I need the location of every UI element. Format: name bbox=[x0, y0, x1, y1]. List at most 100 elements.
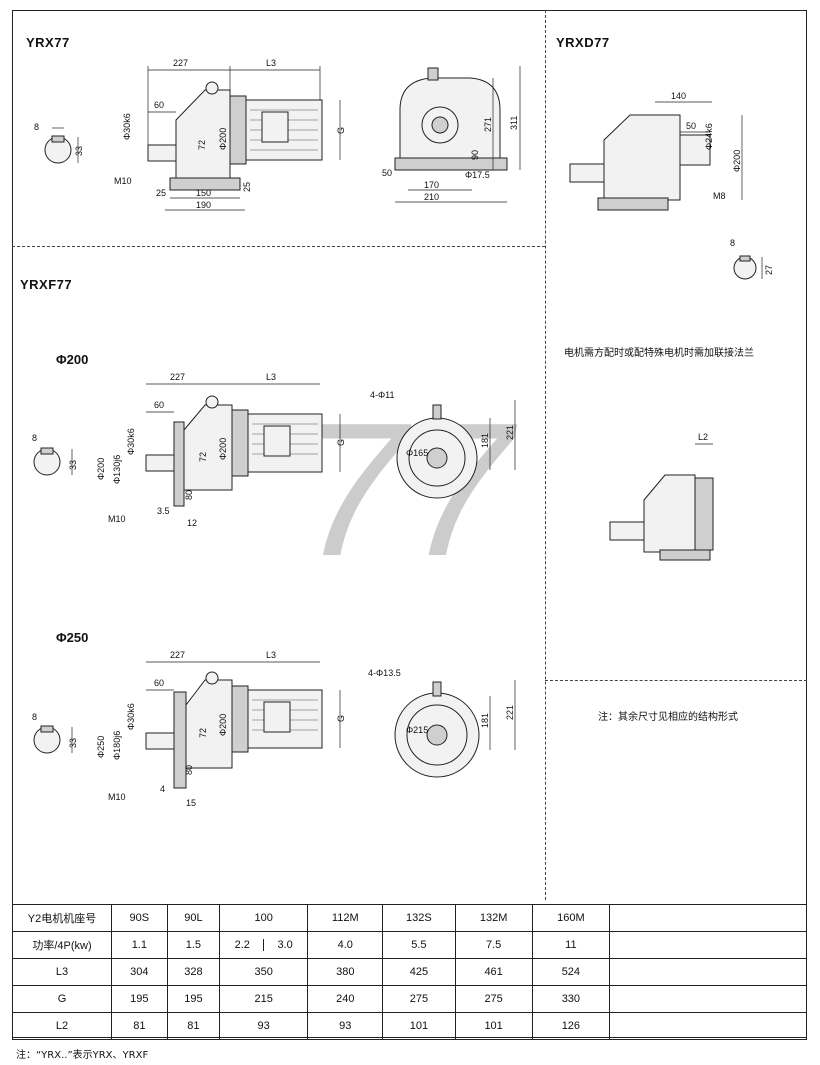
yrxf250-pcd: Φ215 bbox=[406, 725, 428, 735]
yrx-dim-190: 190 bbox=[196, 200, 211, 210]
yrx-dim-170: 170 bbox=[424, 180, 439, 190]
yrxf250-dim-80: 80 bbox=[184, 765, 194, 775]
table-cell bbox=[609, 958, 807, 986]
yrxf250-dim-227: 227 bbox=[170, 650, 185, 660]
yrxf200-key-w: 8 bbox=[32, 433, 37, 443]
row-label: L3 bbox=[12, 958, 112, 986]
yrxf200-dim-80: 80 bbox=[184, 490, 194, 500]
table-cell: 461 bbox=[454, 958, 533, 986]
yrxf250-outer: Φ250 bbox=[96, 736, 106, 758]
yrx-key-h: 33 bbox=[74, 146, 84, 156]
yrxf200-dim-72: 72 bbox=[198, 452, 208, 462]
yrxf250-dim-221: 221 bbox=[505, 705, 515, 720]
title-yrxd: YRXD77 bbox=[556, 35, 610, 50]
yrxd-key-section: 8 27 bbox=[730, 238, 774, 280]
table-cell: 330 bbox=[531, 985, 611, 1013]
yrxd-dim-50: 50 bbox=[686, 121, 696, 131]
yrxd-shaft: Φ24k6 bbox=[704, 123, 714, 150]
title-yrx: YRX77 bbox=[26, 35, 70, 50]
yrxd-key-w: 8 bbox=[730, 238, 735, 248]
yrxf200-pcd: Φ165 bbox=[406, 448, 428, 458]
yrxf250-key-h: 33 bbox=[68, 738, 78, 748]
spec-table: Y2电机机座号 90S 90L 100 112M 132S 132M 160M … bbox=[12, 904, 807, 1040]
yrxf200-dim-227: 227 bbox=[170, 372, 185, 382]
yrx-m10: M10 bbox=[114, 176, 132, 186]
watermark-77: 77 bbox=[300, 384, 518, 596]
yrxf200-dim-35: 3.5 bbox=[157, 506, 170, 516]
yrx-dim-227: 227 bbox=[173, 58, 188, 68]
yrxf250-m10: M10 bbox=[108, 792, 126, 802]
yrxd-note: 电机需方配时或配特殊电机时需加联接法兰 bbox=[564, 348, 754, 359]
yrxf250-dim-g: G bbox=[336, 715, 346, 722]
table-cell: 101 bbox=[454, 1012, 533, 1040]
label-flange-250: Φ250 bbox=[56, 630, 89, 645]
yrx-dim-72: 72 bbox=[197, 140, 207, 150]
row-label: 功率/4P(kw) bbox=[12, 931, 112, 959]
table-cell: 126 bbox=[531, 1012, 611, 1040]
yrx-dim-g: G bbox=[336, 127, 346, 134]
yrxf200-flange: Φ200 bbox=[218, 438, 228, 460]
yrx-dim-25b: 25 bbox=[242, 182, 252, 192]
row-label: Y2电机机座号 bbox=[12, 904, 112, 932]
table-cell: 90S bbox=[111, 904, 168, 932]
table-cell: 7.5 bbox=[454, 931, 533, 959]
right-note: 注：其余尺寸见相应的结构形式 bbox=[598, 712, 738, 723]
table-cell: 1.1 bbox=[111, 931, 168, 959]
row-label: G bbox=[12, 985, 112, 1013]
table-cell: 350 bbox=[219, 958, 309, 986]
yrx-dim-25a: 25 bbox=[156, 188, 166, 198]
divider-vertical bbox=[545, 10, 546, 900]
yrx-front-view: 271 311 90 50 Φ17.5 170 210 bbox=[382, 66, 521, 203]
table-cell bbox=[609, 931, 807, 959]
label-flange-200: Φ200 bbox=[56, 352, 89, 367]
yrx-dim-50: 50 bbox=[382, 168, 392, 178]
yrx-dim-210: 210 bbox=[424, 192, 439, 202]
table-cell: 195 bbox=[166, 985, 221, 1013]
table-cell: 93 bbox=[219, 1012, 309, 1040]
yrx-dim-l3: L3 bbox=[266, 58, 276, 68]
yrxd-l2: L2 bbox=[698, 432, 708, 442]
yrx-dim-60: 60 bbox=[154, 100, 164, 110]
yrxf200-dim-12: 12 bbox=[187, 518, 197, 528]
yrxd-flange-view: L2 bbox=[609, 432, 714, 561]
table-row: Y2电机机座号 90S 90L 100 112M 132S 132M 160M bbox=[12, 904, 807, 932]
table-cell bbox=[609, 1012, 807, 1040]
table-row: L3 304 328 350 380 425 461 524 bbox=[12, 958, 807, 986]
footnote: 注：“YRX..”表示YRX、YRXF bbox=[16, 1050, 149, 1061]
table-cell: 90L bbox=[166, 904, 221, 932]
yrx-side-view: 227 L3 60 Φ30k6 72 Φ200 G M10 25 150 25 … bbox=[114, 58, 346, 211]
yrxf250-dim-72: 72 bbox=[198, 728, 208, 738]
yrxf250-dim-l3: L3 bbox=[266, 650, 276, 660]
table-row: L2 81 81 93 93 101 101 126 bbox=[12, 1012, 807, 1040]
yrxf200-dim-60: 60 bbox=[154, 400, 164, 410]
table-cell: 160M bbox=[531, 904, 611, 932]
split-value: 2.2 bbox=[234, 939, 250, 951]
table-cell: 11 bbox=[531, 931, 611, 959]
table-row: G 195 195 215 240 275 275 330 bbox=[12, 985, 807, 1013]
yrxf250-dim-181: 181 bbox=[480, 713, 490, 728]
yrxd-flange: Φ200 bbox=[732, 150, 742, 172]
yrxf200-side-view: 227 L3 60 Φ200 Φ130j6 Φ30k6 72 Φ200 G 80… bbox=[96, 372, 346, 528]
yrx-key-section: 8 33 bbox=[34, 122, 84, 164]
yrx-hole: Φ17.5 bbox=[465, 170, 490, 180]
table-cell: 1.5 bbox=[166, 931, 221, 959]
yrxf250-dim-60: 60 bbox=[154, 678, 164, 688]
yrxf250-side-view: 227 L3 60 Φ250 Φ180j6 Φ30k6 72 Φ200 G 80… bbox=[96, 650, 346, 808]
table-cell bbox=[609, 904, 807, 932]
yrxd-key-h: 27 bbox=[764, 265, 774, 275]
yrxf250-dim-4: 4 bbox=[160, 784, 165, 794]
yrxf200-dim-g: G bbox=[336, 439, 346, 446]
table-cell: 215 bbox=[219, 985, 309, 1013]
split-value: 3.0 bbox=[263, 939, 306, 951]
yrxf200-front-view: 4-Φ11 Φ165 181 221 bbox=[370, 390, 516, 499]
table-cell: 195 bbox=[111, 985, 168, 1013]
table-cell: 101 bbox=[382, 1012, 456, 1040]
yrxf200-m10: M10 bbox=[108, 514, 126, 524]
yrx-dim-150: 150 bbox=[196, 188, 211, 198]
yrxf250-pilot: Φ180j6 bbox=[112, 731, 122, 760]
table-cell: 132S bbox=[382, 904, 456, 932]
table-cell: 132M bbox=[454, 904, 533, 932]
yrxf250-key-w: 8 bbox=[32, 712, 37, 722]
table-cell: 81 bbox=[166, 1012, 221, 1040]
